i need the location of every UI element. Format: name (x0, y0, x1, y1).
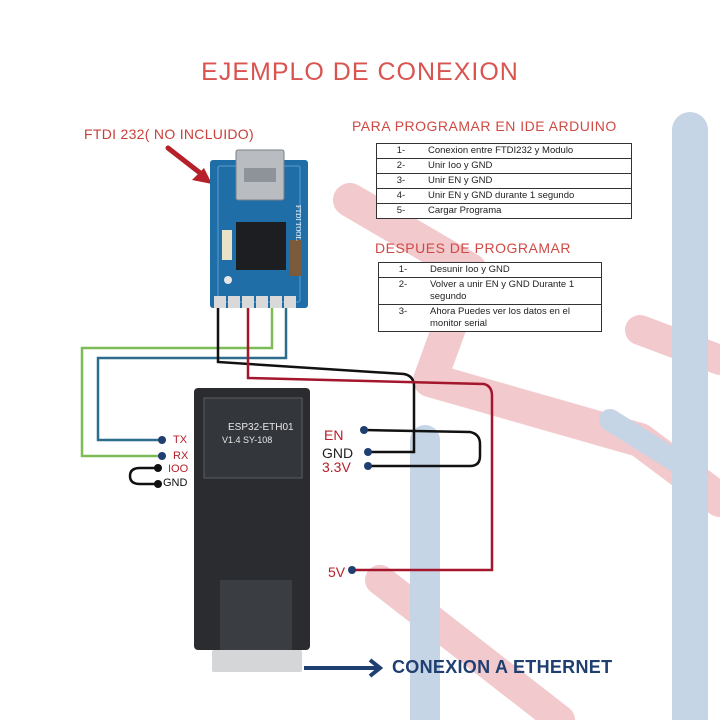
page-title: EJEMPLO DE CONEXION (201, 58, 519, 86)
table-row: 2-Volver a unir EN y GND Durante 1 segun… (378, 277, 602, 305)
pin-label-3v3: 3.3V (322, 459, 351, 475)
pin-label-tx: TX (173, 434, 188, 446)
programming-title: PARA PROGRAMAR EN IDE ARDUINO (352, 118, 617, 134)
wire-blue (96, 308, 288, 442)
esp-model-text: ESP32-ETH01 (228, 422, 294, 433)
after-steps-table: 1-Desunir Ioo y GND 2-Volver a unir EN y… (378, 262, 602, 332)
table-row: 3-Ahora Puedes ver los datos en el monit… (378, 304, 602, 332)
programming-steps-table: 1-Conexion entre FTDI232 y Modulo 2-Unir… (376, 143, 632, 219)
table-row: 2-Unir Ioo y GND (376, 158, 632, 174)
ftdi-board: FTDI TOOL (210, 149, 308, 308)
table-row: 1-Conexion entre FTDI232 y Modulo (376, 143, 632, 159)
ftdi-pointer-arrow (165, 145, 212, 184)
pin-label-5v: 5V (328, 564, 346, 580)
ftdi-pins (214, 296, 296, 308)
table-row: 3-Unir EN y GND (376, 173, 632, 189)
wire-green (80, 308, 274, 458)
wire-black-3 (128, 466, 158, 486)
table-row: 1-Desunir Ioo y GND (378, 262, 602, 278)
pin-label-ioo: IOO (168, 463, 189, 475)
wire-black-1 (216, 308, 416, 454)
wire-black-2 (363, 428, 482, 468)
connection-dots (154, 426, 372, 574)
table-row: 4-Unir EN y GND durante 1 segundo (376, 188, 632, 204)
ethernet-label: CONEXION A ETHERNET (392, 657, 613, 677)
ethernet-arrow (304, 658, 384, 678)
after-programming-title: DESPUES DE PROGRAMAR (375, 240, 571, 256)
pin-label-gnd-left: GND (163, 477, 188, 489)
pin-label-rx: RX (173, 450, 189, 462)
svg-text:FTDI TOOL: FTDI TOOL (294, 205, 302, 241)
esp32-board: ESP32-ETH01 V1.4 SY-108 (194, 388, 310, 672)
pin-label-gnd-right: GND (322, 445, 354, 461)
pin-label-en: EN (324, 427, 344, 443)
ftdi-label: FTDI 232( NO INCLUIDO) (84, 126, 254, 142)
esp-version-text: V1.4 SY-108 (222, 435, 272, 445)
bg-blue-track-3 (599, 409, 701, 481)
wire-red (246, 308, 494, 572)
table-row: 5-Cargar Programa (376, 203, 632, 219)
